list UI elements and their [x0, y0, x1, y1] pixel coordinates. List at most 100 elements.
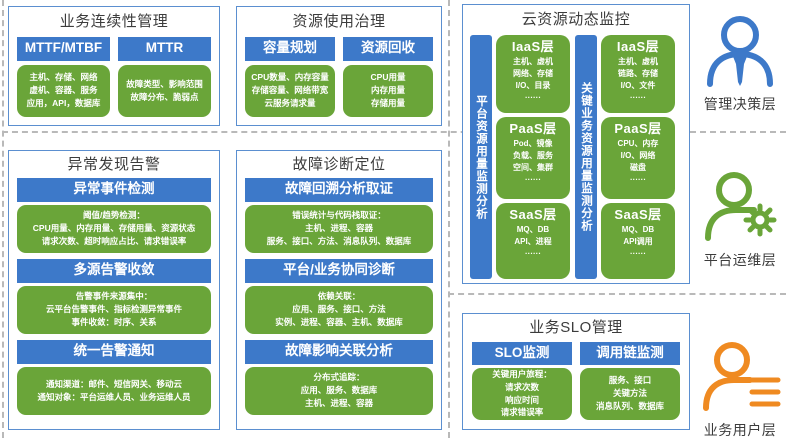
- card-line: 网络、存储: [513, 69, 553, 79]
- panel-title-anomaly-alerting: 异常发现告警: [67, 156, 161, 173]
- panel-business-continuity[interactable]: 业务连续性管理 MTTF/MTBF 主机、存储、网络 虚机、容器、服务 应用，A…: [8, 6, 220, 126]
- detail-line: 通知渠道：邮件、短信网关、移动云: [45, 378, 182, 389]
- card-line: 负载、服务: [513, 151, 553, 161]
- panel-resource-governance[interactable]: 资源使用治理 容量规划 CPU数量、内存容量 存储容量、网络带宽 云服务请求量 …: [236, 6, 442, 126]
- detail-multisource-alarm-convergence: 告警事件来源集中： 云平台告警事件、指标检测异常事件 事件收敛：时序、关系: [17, 285, 211, 334]
- detail-mttf-mtbf: 主机、存储、网络 虚机、容器、服务 应用，API，数据库: [17, 64, 110, 117]
- persona-label: 平台运维层: [703, 252, 777, 268]
- persona-label: 业务用户层: [703, 422, 777, 438]
- detail-line: 故障类型、影响范围: [126, 78, 203, 89]
- card-header: IaaS层: [511, 39, 555, 54]
- detail-line: 请求次数、超时响应占比、请求错误率: [41, 235, 187, 246]
- detail-capacity-planning: CPU数量、内存容量 存储容量、网络带宽 云服务请求量: [245, 64, 335, 117]
- persona-label: 管理决策层: [703, 96, 777, 112]
- chip-unified-alarm-notification[interactable]: 统一告警通知: [17, 339, 211, 364]
- card-line: 链路、存储: [618, 69, 658, 79]
- detail-resource-reclaim: CPU用量 内存用量 存储用量: [343, 64, 433, 117]
- panel-title-business-continuity: 业务连续性管理: [59, 13, 169, 30]
- panel-title-business-slo: 业务SLO管理: [529, 319, 623, 336]
- detail-line: CPU用量: [370, 72, 406, 83]
- detail-line: 依赖关联：: [317, 291, 361, 302]
- persona-management[interactable]: 管理决策层: [692, 14, 786, 114]
- detail-slo-monitoring: 关键用户旅程： 请求次数 响应时间 请求错误率: [472, 367, 572, 420]
- card-line: 主机、虚机: [513, 57, 553, 67]
- panel-title-fault-diagnosis: 故障诊断定位: [292, 156, 386, 173]
- detail-line: 消息队列、数据库: [595, 400, 664, 411]
- person-lines-icon: [703, 342, 781, 411]
- detail-fault-impact-correlation: 分布式追踪： 应用、服务、数据库 主机、进程、容器: [245, 366, 433, 415]
- chip-resource-reclaim[interactable]: 资源回收: [343, 36, 433, 61]
- chip-fault-impact-correlation[interactable]: 故障影响关联分析: [245, 339, 433, 364]
- detail-line: 存储用量: [370, 97, 405, 108]
- panel-business-slo[interactable]: 业务SLO管理 SLO监测 关键用户旅程： 请求次数 响应时间 请求错误率 调用…: [462, 313, 690, 430]
- divider-persona-1: [700, 131, 786, 133]
- detail-line: 主机、进程、容器: [304, 397, 373, 408]
- panel-fault-diagnosis[interactable]: 故障诊断定位 故障回溯分析取证 错误统计与代码栈取证： 主机、进程、容器 服务、…: [236, 150, 442, 430]
- strip-platform-resource-analysis[interactable]: 平台资源用量监测分析: [470, 35, 492, 279]
- detail-fault-retrospective-analysis: 错误统计与代码栈取证： 主机、进程、容器 服务、接口、方法、消息队列、数据库: [245, 204, 433, 253]
- card-line: ······: [525, 175, 541, 185]
- detail-line: 服务、接口、方法、消息队列、数据库: [266, 235, 412, 246]
- card-line: ······: [630, 249, 646, 259]
- divider-col-mid: [448, 0, 450, 438]
- detail-line: 存储容量、网络带宽: [251, 85, 329, 96]
- card-business-paas: PaaS层 CPU、内存 I/O、网络 磁盘 ······: [601, 117, 675, 199]
- card-line: Pod、镜像: [513, 139, 553, 149]
- persona-platform-ops[interactable]: 平台运维层: [692, 170, 786, 270]
- card-line: I/O、目录: [515, 81, 551, 91]
- divider-row2-row3: [448, 293, 786, 295]
- chip-platform-business-codiagnosis[interactable]: 平台/业务协同诊断: [245, 258, 433, 283]
- panel-title-cloud-monitoring: 云资源动态监控: [521, 11, 631, 28]
- detail-line: 应用、服务、数据库: [300, 385, 378, 396]
- detail-line: 应用、服务、接口、方法: [292, 304, 386, 315]
- detail-mttr: 故障类型、影响范围 故障分布、脆弱点: [118, 64, 211, 117]
- detail-line: 请求次数: [504, 381, 539, 392]
- panel-cloud-monitoring[interactable]: 云资源动态监控 平台资源用量监测分析 IaaS层 主机、虚机 网络、存储 I/O…: [462, 4, 690, 284]
- card-header: SaaS层: [509, 207, 557, 222]
- card-header: IaaS层: [616, 39, 660, 54]
- detail-line: 响应时间: [504, 394, 539, 405]
- card-line: API、进程: [514, 237, 552, 247]
- detail-unified-alarm-notification: 通知渠道：邮件、短信网关、移动云 通知对象：平台运维人员、业务运维人员: [17, 366, 211, 415]
- chip-mttr[interactable]: MTTR: [118, 36, 211, 61]
- card-header: PaaS层: [614, 121, 662, 136]
- card-line: ······: [525, 93, 541, 103]
- detail-line: 应用，API，数据库: [26, 97, 101, 108]
- detail-line: 错误统计与代码栈取证：: [292, 210, 386, 221]
- card-platform-iaas: IaaS层 主机、虚机 网络、存储 I/O、目录 ······: [496, 35, 570, 113]
- detail-line: 告警事件来源集中：: [75, 291, 153, 302]
- detail-line: 服务、接口: [608, 375, 652, 386]
- person-tie-icon: [707, 16, 773, 87]
- detail-line: 分布式追踪：: [313, 372, 365, 383]
- person-gear-icon: [705, 172, 777, 241]
- card-line: 主机、虚机: [618, 57, 658, 67]
- card-line: 磁盘: [630, 163, 646, 173]
- chip-anomaly-event-detection[interactable]: 异常事件检测: [17, 177, 211, 202]
- persona-business-user[interactable]: 业务用户层: [692, 340, 786, 440]
- card-line: ······: [630, 93, 646, 103]
- detail-line: 主机、进程、容器: [304, 223, 373, 234]
- chip-trace-monitoring[interactable]: 调用链监测: [580, 341, 680, 365]
- detail-line: 故障分布、脆弱点: [130, 91, 199, 102]
- detail-line: 事件收敛：时序、关系: [71, 316, 157, 327]
- detail-line: 通知对象：平台运维人员、业务运维人员: [37, 391, 191, 402]
- detail-line: 关键方法: [612, 388, 647, 399]
- divider-col-left: [2, 0, 4, 438]
- chip-multisource-alarm-convergence[interactable]: 多源告警收敛: [17, 258, 211, 283]
- card-platform-saas: SaaS层 MQ、DB API、进程 ······: [496, 203, 570, 279]
- chip-slo-monitoring[interactable]: SLO监测: [472, 341, 572, 365]
- detail-platform-business-codiagnosis: 依赖关联： 应用、服务、接口、方法 实例、进程、容器、主机、数据库: [245, 285, 433, 334]
- strip-key-business-resource-analysis[interactable]: 关键业务资源用量监测分析: [575, 35, 597, 279]
- chip-capacity-planning[interactable]: 容量规划: [245, 36, 335, 61]
- card-header: PaaS层: [509, 121, 557, 136]
- panel-anomaly-alerting[interactable]: 异常发现告警 异常事件检测 阈值/趋势检测： CPU用量、内存用量、存储用量、资…: [8, 150, 220, 430]
- card-line: I/O、网络: [620, 151, 656, 161]
- detail-line: 请求错误率: [500, 407, 544, 418]
- chip-mttf-mtbf[interactable]: MTTF/MTBF: [17, 36, 110, 61]
- chip-fault-retrospective-analysis[interactable]: 故障回溯分析取证: [245, 177, 433, 202]
- detail-anomaly-event-detection: 阈值/趋势检测： CPU用量、内存用量、存储用量、资源状态 请求次数、超时响应占…: [17, 204, 211, 253]
- detail-line: 云服务请求量: [264, 97, 316, 108]
- divider-row1-row2: [2, 131, 696, 133]
- card-header: SaaS层: [614, 207, 662, 222]
